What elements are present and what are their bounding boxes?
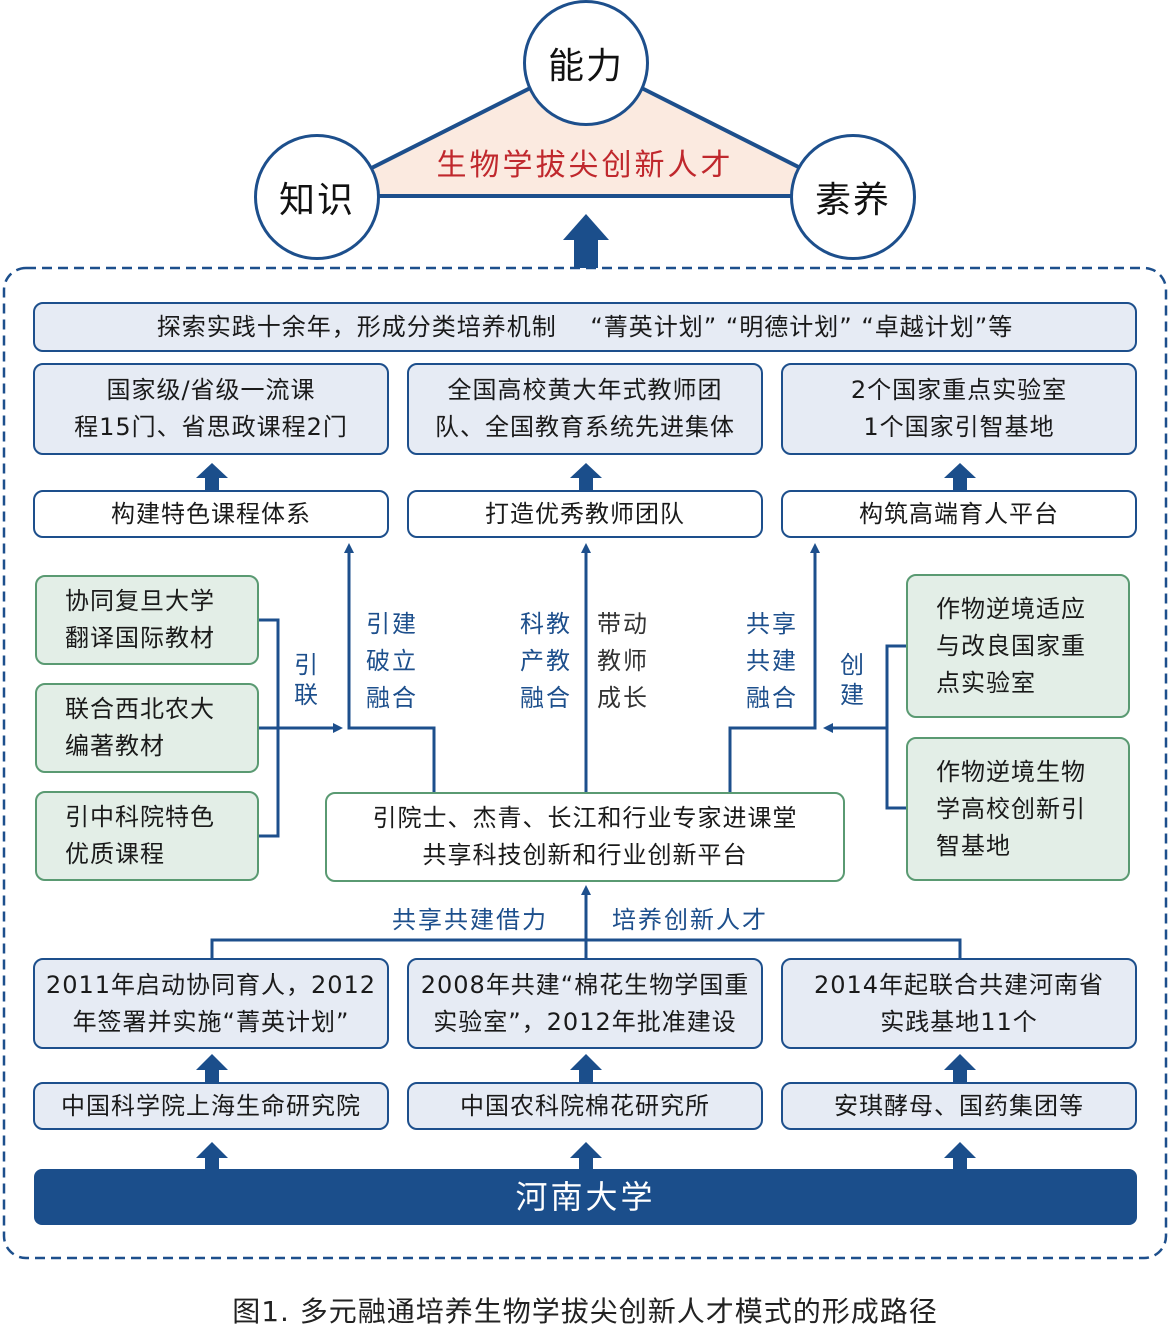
partner-fudan: 协同复旦大学 翻译国际教材 <box>35 575 259 665</box>
action-platform: 构筑高端育人平台 <box>781 490 1137 538</box>
circle-literacy: 素养 <box>790 134 916 260</box>
label-platform-path: 共享 共建 融合 <box>746 610 798 712</box>
hub-box: 引院士、杰青、长江和行业专家进课堂 共享科技创新和行业创新平台 <box>325 792 845 882</box>
talent-label: 生物学拔尖创新人才 <box>436 148 734 183</box>
collab-cas-shanghai: 2011年启动协同育人，2012 年签署并实施“菁英计划” <box>33 958 389 1049</box>
mechanism-banner: 探索实践十余年，形成分类培养机制 “菁英计划” “明德计划” “卓越计划”等 <box>33 302 1137 352</box>
base-henan-university: 河南大学 <box>34 1169 1137 1225</box>
circle-ability: 能力 <box>523 0 649 126</box>
partner-nwafu: 联合西北农大 编著教材 <box>35 683 259 773</box>
thick-arrows-base <box>196 1142 976 1170</box>
thick-arrows-actions <box>196 463 976 490</box>
label-left-connect: 引 联 <box>294 651 320 709</box>
arrow-base-2 <box>570 1142 602 1170</box>
bracket-right <box>885 644 906 810</box>
institution-cotton-institute: 中国农科院棉花研究所 <box>407 1082 763 1130</box>
label-right-create: 创 建 <box>840 651 866 709</box>
line-hub-to-course <box>344 543 436 792</box>
partner-talent-base: 作物逆境生物 学高校创新引 智基地 <box>906 737 1130 881</box>
arrow-inst-3 <box>944 1054 976 1082</box>
outcome-labs: 2个国家重点实验室 1个国家引智基地 <box>781 363 1137 455</box>
mechanism-text: 探索实践十余年，形成分类培养机制 “菁英计划” “明德计划” “卓越计划”等 <box>156 312 1014 341</box>
label-course-path: 引建 破立 融合 <box>366 610 418 712</box>
talent-triangle <box>315 57 857 198</box>
institution-enterprises: 安琪酵母、国药集团等 <box>781 1082 1137 1130</box>
partner-key-lab: 作物逆境适应 与改良国家重 点实验室 <box>906 574 1130 718</box>
label-bottom-right: 培养创新人才 <box>612 906 768 934</box>
outcome-courses: 国家级/省级一流课 程15门、省思政课程2门 <box>33 363 389 455</box>
arrow-base-1 <box>196 1142 228 1170</box>
collab-cotton-lab: 2008年共建“棉花生物学国重 实验室”，2012年批准建设 <box>407 958 763 1049</box>
partner-cas: 引中科院特色 优质课程 <box>35 791 259 881</box>
arrow-base-3 <box>944 1142 976 1170</box>
action-teacher-team: 打造优秀教师团队 <box>407 490 763 538</box>
circle-knowledge: 知识 <box>254 134 380 260</box>
big-up-arrow <box>563 214 609 268</box>
arrow-inst-1 <box>196 1054 228 1082</box>
arrow-course <box>196 463 228 490</box>
thick-arrows-institutions <box>196 1054 976 1082</box>
action-course-system: 构建特色课程体系 <box>33 490 389 538</box>
system-frame <box>2 266 1168 1260</box>
arrow-teacher <box>570 463 602 490</box>
outcome-teachers: 全国高校黄大年式教师团 队、全国教育系统先进集体 <box>407 363 763 455</box>
label-bottom-left: 共享共建借力 <box>392 906 548 934</box>
collab-practice-base: 2014年起联合共建河南省 实践基地11个 <box>781 958 1137 1049</box>
line-hub-to-platform <box>728 543 820 792</box>
arrow-inst-2 <box>570 1054 602 1082</box>
institution-cas-shanghai: 中国科学院上海生命研究院 <box>33 1082 389 1130</box>
figure-caption: 图1. 多元融通培养生物学拔尖创新人才模式的形成路径 <box>232 1295 938 1324</box>
label-teacher-path-a: 科教 产教 融合 <box>520 610 572 712</box>
label-teacher-path-b: 带动 教师 成长 <box>597 610 649 712</box>
arrow-platform <box>944 463 976 490</box>
